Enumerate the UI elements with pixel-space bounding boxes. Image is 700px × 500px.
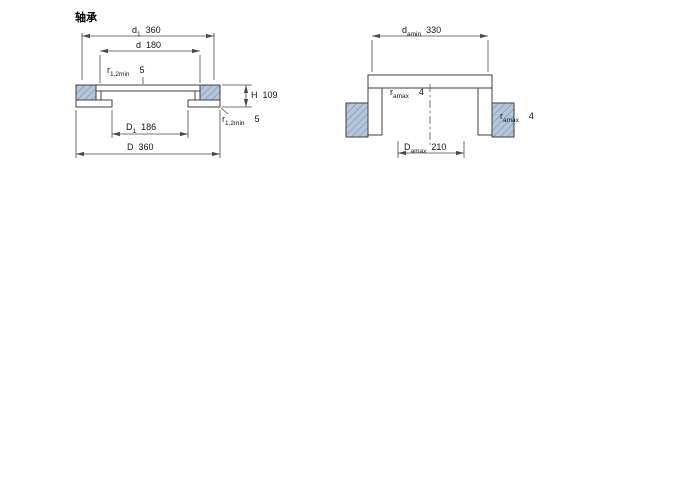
dim-label-D: D 360 (127, 142, 154, 155)
arrowhead-left (82, 33, 90, 39)
dim-label-d1: d1 360 (132, 25, 161, 38)
dim-label-ramax-top: ramax 4 (390, 87, 424, 100)
dim-label-d: d 180 (136, 40, 161, 53)
dim-value: 210 (431, 142, 447, 152)
dim-symbol: d (136, 40, 142, 50)
arrowhead-right (212, 151, 220, 157)
arrowhead-left (112, 131, 120, 137)
section-hatch-left-block (75, 84, 97, 101)
dim-symbol: r (222, 114, 225, 124)
dim-symbol: D (404, 142, 411, 152)
dim-subscript: 1 (132, 127, 137, 135)
dim-label-D1: D1 186 (126, 122, 156, 135)
arrowhead-left (76, 151, 84, 157)
dim-label-ramax-right: ramax 4 (500, 111, 534, 124)
dim-label-r12-bottom: r1,2min 5 (222, 114, 260, 127)
dim-value: 4 (418, 87, 424, 97)
abutment-section-body (345, 74, 515, 148)
shoulder-hatch-left (345, 102, 369, 138)
dim-label-r12-top: r1,2min 5 (107, 65, 145, 78)
arrowhead-left (372, 33, 380, 39)
bearing-section-body (75, 84, 221, 108)
shaft-washer-strip (95, 84, 201, 92)
arrowhead-right (206, 33, 214, 39)
dim-subscript: amax (503, 116, 519, 124)
dim-value: 360 (145, 25, 161, 35)
dim-D-lines (75, 110, 221, 158)
dim-value: 330 (426, 25, 442, 35)
arrowhead-left (100, 48, 108, 54)
dim-subscript: amax (393, 92, 409, 100)
dim-D1-lines (111, 110, 189, 138)
dim-value: 186 (141, 122, 157, 132)
dim-subscript: amin (407, 30, 422, 38)
dim-subscript: amax (410, 147, 427, 155)
page-title: 轴承 (75, 12, 97, 24)
dim-symbol: H (251, 90, 258, 100)
dim-value: 5 (139, 65, 145, 75)
arrowhead-up (243, 85, 249, 93)
dim-symbol: D (126, 122, 133, 132)
arrowhead-down (243, 99, 249, 107)
r12-bottom-leader-line (220, 107, 229, 115)
housing-washer-left (75, 99, 113, 108)
dim-value: 180 (146, 40, 162, 50)
dim-value: 5 (254, 114, 260, 124)
arrowhead-right (192, 48, 200, 54)
dim-label-Damax: Damax 210 (404, 142, 446, 155)
dim-d1-lines (81, 33, 215, 80)
dim-d-lines (99, 48, 201, 83)
dim-symbol: D (127, 142, 134, 152)
dim-damin-lines (371, 33, 489, 72)
dim-value: 360 (138, 142, 154, 152)
dim-symbol: r (390, 87, 393, 97)
dim-symbol: d (132, 25, 138, 35)
bearing-column-left (367, 87, 383, 136)
arrowhead-right (180, 131, 188, 137)
left-view-cross-section (75, 33, 252, 158)
section-hatch-right-block (199, 84, 221, 101)
dim-subscript: 1 (137, 30, 141, 38)
arrowhead-right (456, 150, 464, 156)
dim-subscript: 1,2min (225, 119, 245, 127)
dim-symbol: r (107, 65, 110, 75)
right-view-abutment (345, 33, 515, 158)
dim-label-H: H 109 (251, 90, 278, 103)
dim-label-damin: damin 330 (402, 25, 441, 38)
housing-washer-right (187, 99, 221, 108)
dim-H-lines (222, 84, 252, 108)
dim-subscript: 1,2min (110, 70, 130, 78)
dim-Damax-lines (397, 141, 465, 158)
bearing-column-right (477, 87, 493, 136)
dim-value: 4 (528, 111, 534, 121)
dim-symbol: r (500, 111, 503, 121)
arrowhead-right (480, 33, 488, 39)
dim-symbol: d (402, 25, 408, 35)
dim-value: 109 (262, 90, 278, 100)
arrowhead-left (398, 150, 406, 156)
